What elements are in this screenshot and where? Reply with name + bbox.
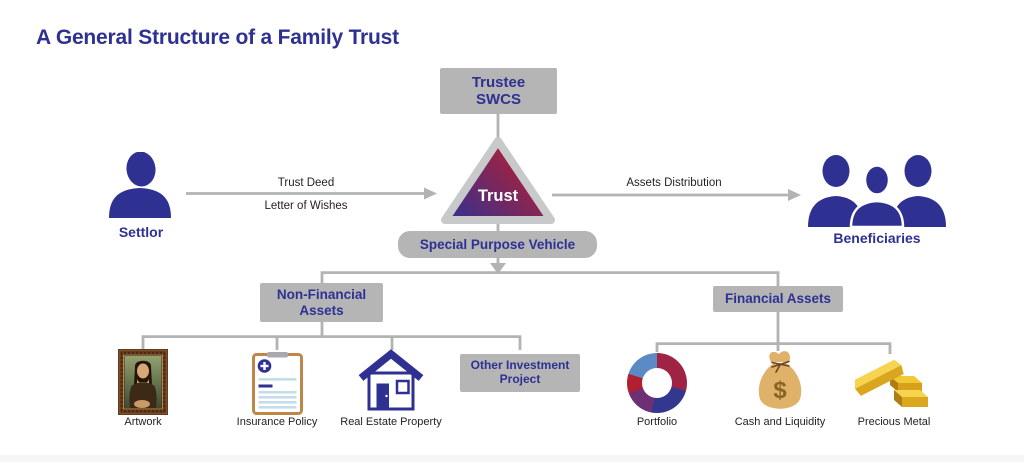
other-investment-project-box: Other Investment Project: [460, 354, 580, 392]
house-icon: [358, 349, 424, 411]
trust-triangle: Trust: [441, 137, 555, 224]
financial-label: Financial Assets: [724, 291, 832, 307]
trust-label: Trust: [478, 187, 519, 205]
portfolio-donut-icon: [627, 353, 687, 413]
spv-label: Special Purpose Vehicle: [419, 236, 576, 252]
arrowhead-down-icon: [490, 263, 506, 274]
non-financial-label-line2: Assets: [299, 302, 344, 318]
other-investment-label-line2: Project: [499, 372, 541, 386]
artwork-label: Artwork: [124, 416, 162, 428]
insurance-policy-label: Insurance Policy: [236, 416, 318, 428]
beneficiaries-people-icon: [808, 155, 946, 227]
arrowhead-right-icon: [788, 189, 801, 201]
page-title: A General Structure of a Family Trust: [36, 26, 399, 49]
insurance-clipboard-icon: [252, 352, 303, 415]
bottom-strip: [0, 455, 1024, 462]
trustee-label-line2: SWCS: [476, 91, 521, 108]
gold-bars-icon: [854, 359, 928, 407]
special-purpose-vehicle-box: Special Purpose Vehicle: [398, 231, 597, 258]
real-estate-label: Real Estate Property: [340, 416, 442, 428]
arrowhead-right-icon: [424, 187, 437, 200]
dollar-symbol: $: [773, 377, 787, 404]
cash-liquidity-label: Cash and Liquidity: [734, 416, 826, 428]
trust-triangle-shape: [441, 137, 555, 224]
other-investment-label-line1: Other Investment: [470, 358, 570, 373]
nonfinancial-children-line: [141, 335, 522, 350]
artwork-painting-icon: [118, 349, 168, 415]
settlor-label: Settlor: [118, 224, 164, 240]
money-bag-icon: $: [758, 351, 802, 409]
assets-distribution-label: Assets Distribution: [626, 177, 722, 189]
letter-of-wishes-label: Letter of Wishes: [264, 200, 348, 212]
non-financial-label-line1: Non-Financial: [276, 286, 367, 302]
beneficiaries-label: Beneficiaries: [833, 230, 921, 246]
portfolio-label: Portfolio: [636, 416, 678, 428]
trustee-label-line1: Trustee: [471, 73, 526, 91]
financial-assets-box: Financial Assets: [713, 286, 843, 312]
settlor-person-icon: [109, 152, 171, 218]
precious-metal-label: Precious Metal: [857, 416, 931, 428]
trustee-box: Trustee SWCS: [440, 68, 557, 114]
spv-branch-line: [320, 271, 780, 286]
trust-deed-label: Trust Deed: [277, 177, 335, 189]
financial-children-line: [655, 312, 892, 354]
non-financial-assets-box: Non-Financial Assets: [260, 283, 383, 322]
